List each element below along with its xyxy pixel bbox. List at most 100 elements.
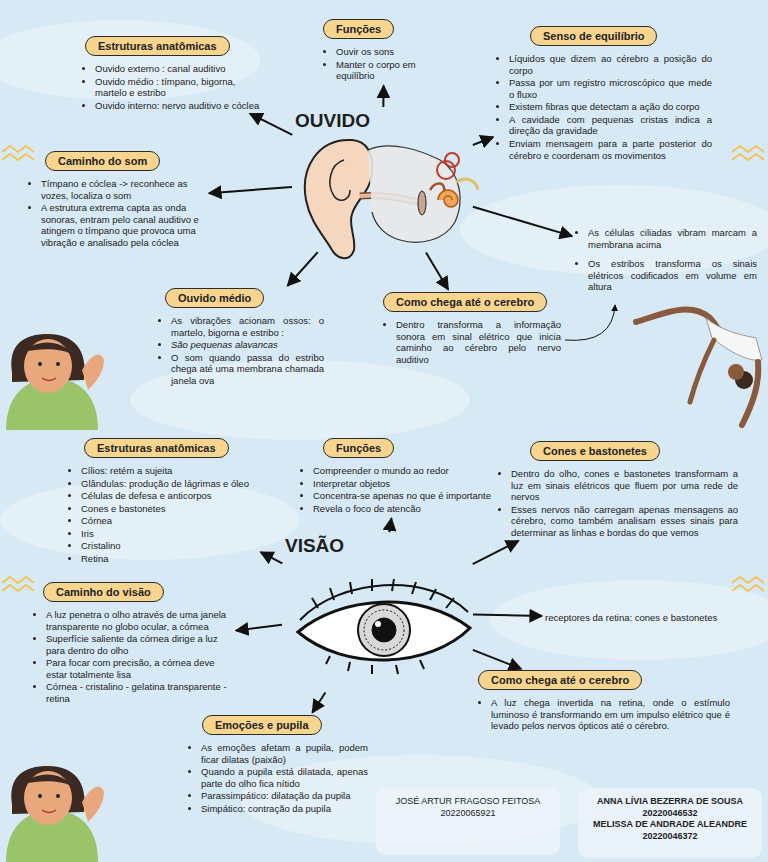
bullet-list: Compreender o mundo ao redorInterpretar … — [300, 465, 495, 514]
bullet-text: A luz penetra o olho através de uma jane… — [46, 609, 233, 632]
arrow-connector — [473, 650, 521, 669]
arrow-connector — [288, 252, 318, 286]
bullet-text: As vibrações acionam ossos: o martelo, b… — [171, 315, 324, 338]
bullet-list: Ouvido externo : canal auditivoOuvido mé… — [82, 63, 260, 111]
bullet-text: Enviam mensagem para a parte posterior d… — [509, 138, 712, 161]
center-topic: VISÃO — [285, 535, 470, 690]
heading-pill: Cones e bastonetes — [530, 441, 660, 461]
bullet-text: Glândulas: produção de lágrimas e óleo — [81, 478, 258, 490]
section-node: Emoções e pupila As emoções afetam a pupi… — [188, 715, 368, 815]
cloud-texture — [0, 20, 768, 845]
arrow-connector — [473, 207, 572, 236]
heading-pill: Emoções e pupila — [202, 715, 322, 735]
heading-wrap: Funções — [300, 438, 495, 458]
arrow-connector — [382, 86, 384, 107]
heading-wrap: Estruturas anatômicas — [82, 36, 260, 56]
section-node: FunçõesCompreender o mundo ao redorInter… — [300, 438, 495, 515]
topic-title: VISÃO — [285, 535, 344, 557]
bullet-text: Dentro do olho, cones e bastonetes trans… — [511, 468, 738, 503]
bullet-text: A luz chega invertida na retina, onde o … — [491, 697, 730, 732]
bullet-text: Tímpano e cóclea -> reconhece as vozes, … — [41, 178, 206, 201]
bullet-text: São pequenas alavancas — [171, 339, 324, 351]
bullet-text: Iris — [81, 528, 258, 540]
bullet-text: Passa por um registro microscópico que m… — [509, 77, 712, 100]
heading-pill: Funções — [323, 438, 394, 458]
heading-wrap: Funções — [323, 19, 445, 39]
arrow-connector — [565, 305, 615, 340]
heading-pill: Estruturas anatômicas — [84, 438, 229, 458]
bullet-text: Quando a pupila está dilatada, apenas pa… — [201, 766, 368, 789]
eye-illustration — [298, 579, 470, 674]
bullet-text: Para focar com precisão, a córnea deve e… — [46, 657, 233, 680]
author-line: 20220046372 — [582, 831, 758, 843]
text-node: As células ciliadas vibram marcam a memb… — [575, 227, 757, 301]
bullet-text: Córnea — [81, 515, 258, 527]
arrow-connector — [473, 137, 493, 145]
arrow-connector — [261, 552, 283, 563]
bullet-list: Tímpano e cóclea -> reconhece as vozes, … — [28, 178, 206, 248]
arrow-connector — [473, 541, 519, 564]
bullet-text: Esses nervos não carregam apenas mensage… — [511, 504, 738, 539]
author-box: JOSÉ ARTUR FRAGOSO FEITOSA20220065921 — [376, 788, 560, 855]
heading-wrap: Cones e bastonetes — [498, 441, 738, 461]
bullet-text: Interpretar objetos — [313, 478, 495, 490]
section-node: Estruturas anatômicasCílios: retém a suj… — [68, 438, 258, 566]
bullet-list: Dentro do olho, cones e bastonetes trans… — [498, 468, 738, 538]
plain-text: receptores da retina: cones e bastonetes — [545, 612, 725, 624]
bullet-text: Córnea - cristalino - gelatina transpare… — [46, 681, 233, 704]
bullet-text: Ouvido externo : canal auditivo — [95, 63, 260, 75]
bullet-text: A cavidade com pequenas cristas indica a… — [509, 114, 712, 137]
heading-wrap: Estruturas anatômicas — [68, 438, 258, 458]
ear-illustration — [305, 140, 478, 258]
bullet-text: As emoções afetam a pupila, podem ficar … — [201, 742, 368, 765]
heading-wrap: Emoções e pupila — [188, 715, 368, 735]
section-node: Caminho do somTímpano e cóclea -> reconh… — [28, 151, 206, 249]
text-node: receptores da retina: cones e bastonetes — [545, 612, 725, 624]
author-line: ANNA LÍVIA BEZERRA DE SOUSA — [582, 796, 758, 808]
arrow-connector — [312, 693, 325, 713]
bullet-text: O som quando passa do estribo chega até … — [171, 352, 324, 387]
heading-pill: Estruturas anatômicas — [85, 36, 230, 56]
center-topic: OUVIDO — [295, 110, 470, 250]
bullet-text: Cones e bastonetes — [81, 503, 258, 515]
bullet-text: Cristalino — [81, 540, 258, 552]
woman-figure-bottom — [6, 766, 104, 862]
bullet-text: Células de defesa e anticorpos — [81, 490, 258, 502]
bullet-text: Concentra-se apenas no que é importante — [313, 490, 495, 502]
bullet-text: Dentro transforma a informação sonora em… — [396, 319, 561, 365]
bullet-text: Os estribos transforma os sinais elétric… — [588, 258, 757, 293]
arrow-connector — [426, 253, 448, 290]
bullet-list: Ouvir os sonsManter o corpo em equilíbri… — [323, 46, 445, 82]
bullet-list: As vibrações acionam ossos: o martelo, b… — [158, 315, 324, 386]
bullet-text: Superfície saliente da córnea dirige a l… — [46, 633, 233, 656]
section-node: Ouvido médio As vibrações acionam ossos: … — [158, 288, 324, 387]
bullet-text: Retina — [81, 553, 258, 565]
section-node: Caminho do visãoA luz penetra o olho atr… — [33, 582, 233, 706]
section-node: FunçõesOuvir os sonsManter o corpo em eq… — [323, 19, 445, 83]
heading-wrap: Ouvido médio — [158, 288, 324, 308]
bullet-text: Simpático: contração da pupila — [201, 803, 368, 815]
zigzag-ornament — [2, 146, 764, 591]
heading-wrap: Como chega até o cerebro — [383, 292, 561, 312]
bullet-text: Compreender o mundo ao redor — [313, 465, 495, 477]
bullet-text: Manter o corpo em equilíbrio — [336, 59, 445, 82]
bullet-text: Parassimpático: dilatação da pupila — [201, 790, 368, 802]
bullet-list: As emoções afetam a pupila, podem ficar … — [188, 742, 368, 814]
heading-pill: Como chega até o cerebro — [478, 670, 642, 690]
arrow-connector — [236, 625, 282, 631]
bullet-text: Ouvir os sons — [336, 46, 445, 58]
author-box: ANNA LÍVIA BEZERRA DE SOUSA20220046532ME… — [578, 788, 762, 858]
bullet-list: Líquidos que dizem ao cérebro a posição … — [496, 53, 712, 161]
gymnast-figure — [636, 309, 762, 425]
heading-wrap: Senso de equilíbrio — [496, 26, 712, 46]
arrow-connector — [250, 114, 292, 135]
bullet-list: Dentro transforma a informação sonora em… — [383, 319, 561, 365]
section-node: Senso de equilíbrioLíquidos que dizem ao… — [496, 26, 712, 162]
bullet-text: A estrutura extrema capta as onda sonora… — [41, 202, 206, 248]
bullet-text: Ouvido médio : tímpano, bigorna, martelo… — [95, 76, 260, 99]
section-node: Como chega até o cerebroDentro transform… — [383, 292, 561, 366]
woman-figure-top — [6, 334, 104, 430]
arrow-connector — [473, 615, 542, 616]
